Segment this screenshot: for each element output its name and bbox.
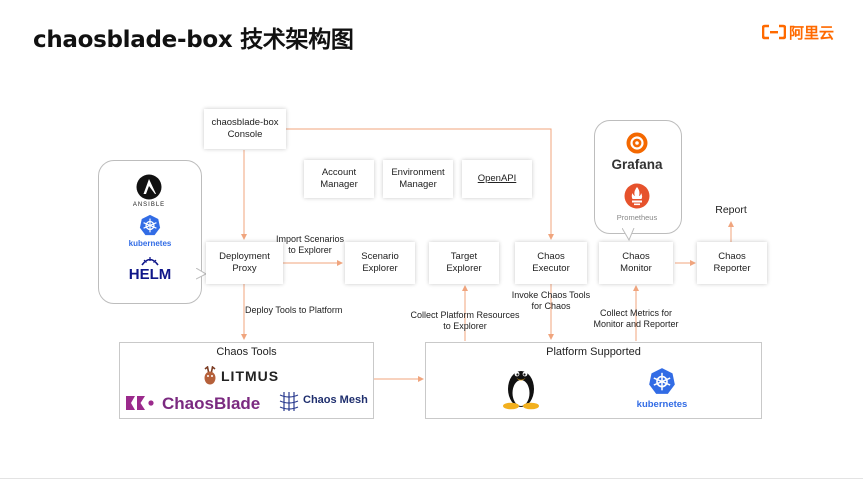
label-line: Collect Platform Resources [410,310,520,320]
node-line: Environment [391,167,445,178]
openapi-link[interactable]: OpenAPI [477,173,517,184]
grafana-label: Grafana [611,157,663,172]
node-line: Monitor [620,263,652,274]
prometheus-label: Prometheus [616,213,658,222]
label-line: to Explorer [288,245,332,255]
invoke-chaos-label: Invoke Chaos Tools for Chaos [505,290,597,312]
chaosblade-label: ChaosBlade [162,394,261,413]
node-line: Reporter [713,263,751,274]
node-line: Deployment [219,251,270,262]
bubble-pointer [622,228,635,242]
linux-tux-icon [503,371,539,410]
label-line: Import Scenarios [275,234,345,244]
chaos-tools-panel: Chaos Tools [119,342,374,419]
platform-supported-title: Platform Supported [546,346,641,358]
chaos-mesh-label: Chaos Mesh [303,394,368,406]
node-line: Chaos [718,251,746,262]
ansible-icon [136,174,162,200]
helm-label: HELM [128,266,172,283]
node-line: chaosblade-box [211,117,279,128]
chaos-tools-title: Chaos Tools [216,346,277,358]
console-to-executor-arrow [286,128,554,240]
grafana-icon [626,132,648,154]
prometheus-icon [624,183,650,209]
kubernetes-label: kubernetes [128,239,172,248]
collect-metrics-label: Collect Metrics for Monitor and Reporter [586,308,686,330]
node-line: Manager [399,179,437,190]
label-line: for Chaos [531,301,571,311]
deploy-tools-label: Deploy Tools to Platform [245,305,343,315]
chaosblade-icon [126,396,154,410]
node-line: Console [227,129,263,140]
kubernetes-platform-label: kubernetes [636,399,688,410]
litmus-label: LITMUS [221,368,280,384]
label-line: Invoke Chaos Tools [511,290,591,300]
slide-bottom-divider [0,478,863,479]
node-line: Proxy [232,263,257,274]
collect-platform-label: Collect Platform Resources to Explorer [402,310,528,332]
label-line: Monitor and Reporter [593,319,679,329]
node-line: Account [321,167,357,178]
label-line: to Explorer [443,321,487,331]
node-line: Chaos [537,251,565,262]
import-scenarios-label: Import Scenarios to Explorer [268,234,352,256]
platform-supported-panel: Platform Supported [425,342,762,419]
report-label: Report [715,204,747,216]
openapi-node[interactable]: OpenAPI [462,160,532,198]
node-line: Target [450,251,478,262]
ansible-label: ANSIBLE [132,202,166,208]
helm-wheel-icon [141,257,159,266]
alibaba-cloud-icon [762,24,786,40]
litmus-icon [204,366,216,385]
kubernetes-icon [139,214,161,236]
node-line: Scenario [361,251,399,262]
node-line: Chaos [622,251,650,262]
node-line: Executor [532,263,570,274]
brand-name: 阿里云 [789,23,835,42]
label-line: Collect Metrics for [599,308,672,318]
brand-logo: 阿里云 [762,22,834,42]
chaos-mesh-icon [279,392,299,411]
node-line: Explorer [362,263,398,274]
node-line: Explorer [446,263,482,274]
kubernetes-platform-icon [649,368,675,394]
node-line: Manager [320,179,358,190]
page-title: chaosblade-box 技术架构图 [33,27,354,53]
